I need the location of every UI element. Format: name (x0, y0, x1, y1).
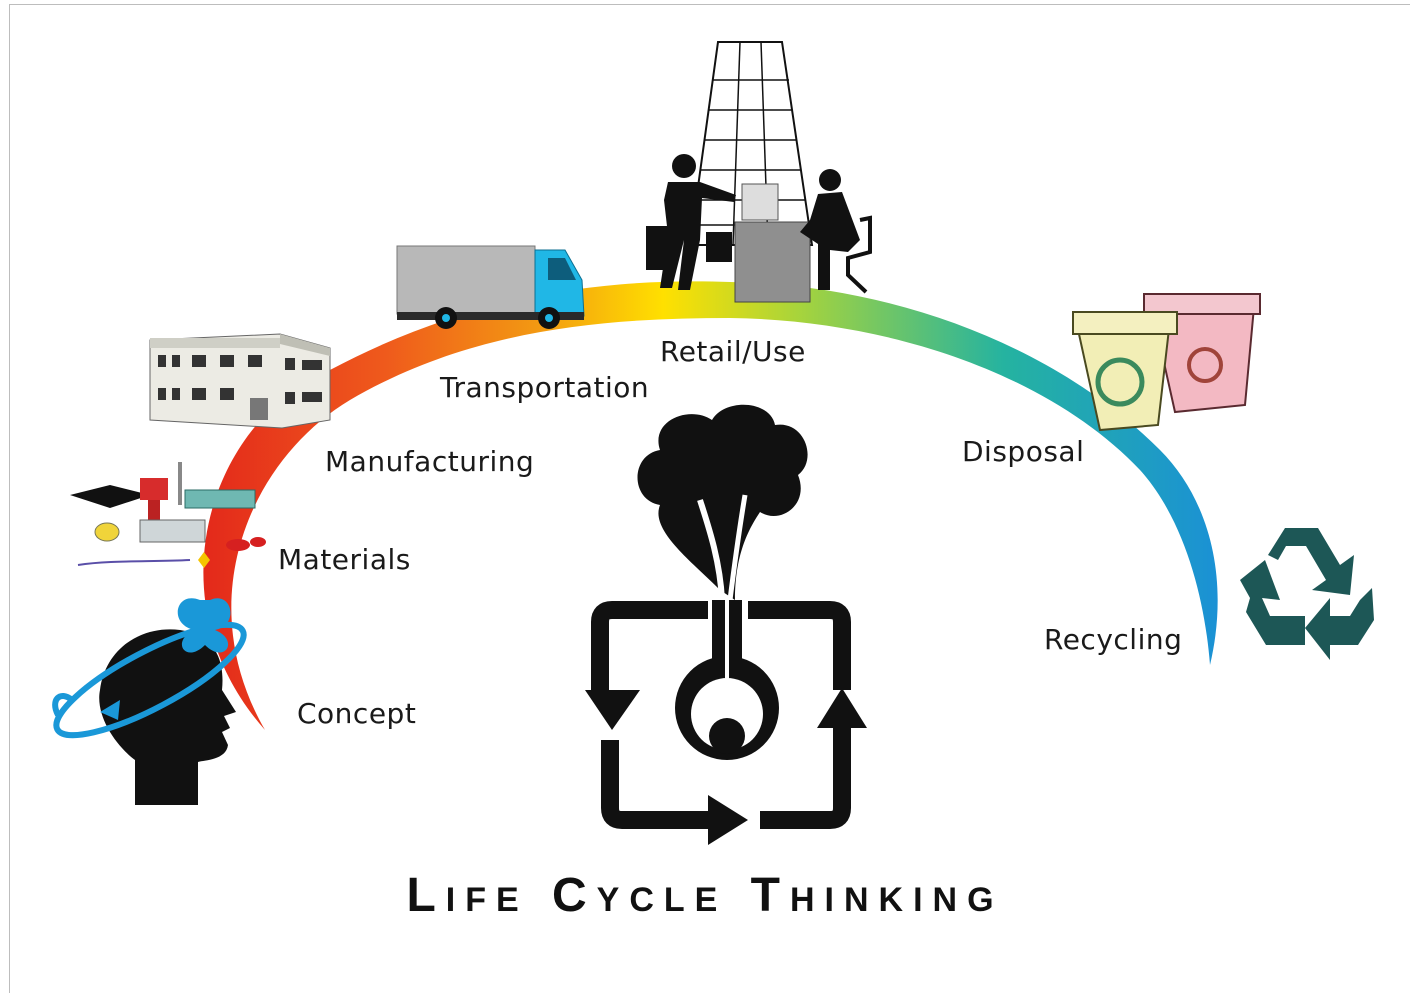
tree-cycle-logo-icon (585, 404, 867, 845)
stage-label-materials: Materials (278, 543, 411, 576)
stage-label-manufacturing: Manufacturing (325, 445, 535, 478)
stage-label-disposal: Disposal (962, 435, 1085, 468)
page-frame (9, 4, 1410, 993)
head-with-arrows-icon (52, 598, 247, 805)
office-people-icon (646, 41, 872, 303)
recycle-symbol-icon (1240, 528, 1374, 660)
truck-icon (396, 245, 585, 329)
stage-label-concept: Concept (297, 697, 417, 730)
recycling-bins-icon (1072, 293, 1261, 432)
electronic-components-icon (70, 462, 266, 568)
stage-label-recycling: Recycling (1044, 623, 1183, 656)
factory-building-icon (149, 333, 331, 429)
stage-label-retail-use: Retail/Use (660, 335, 806, 368)
diagram-title: Life Cycle Thinking (406, 869, 1004, 922)
stage-label-transportation: Transportation (440, 371, 650, 404)
